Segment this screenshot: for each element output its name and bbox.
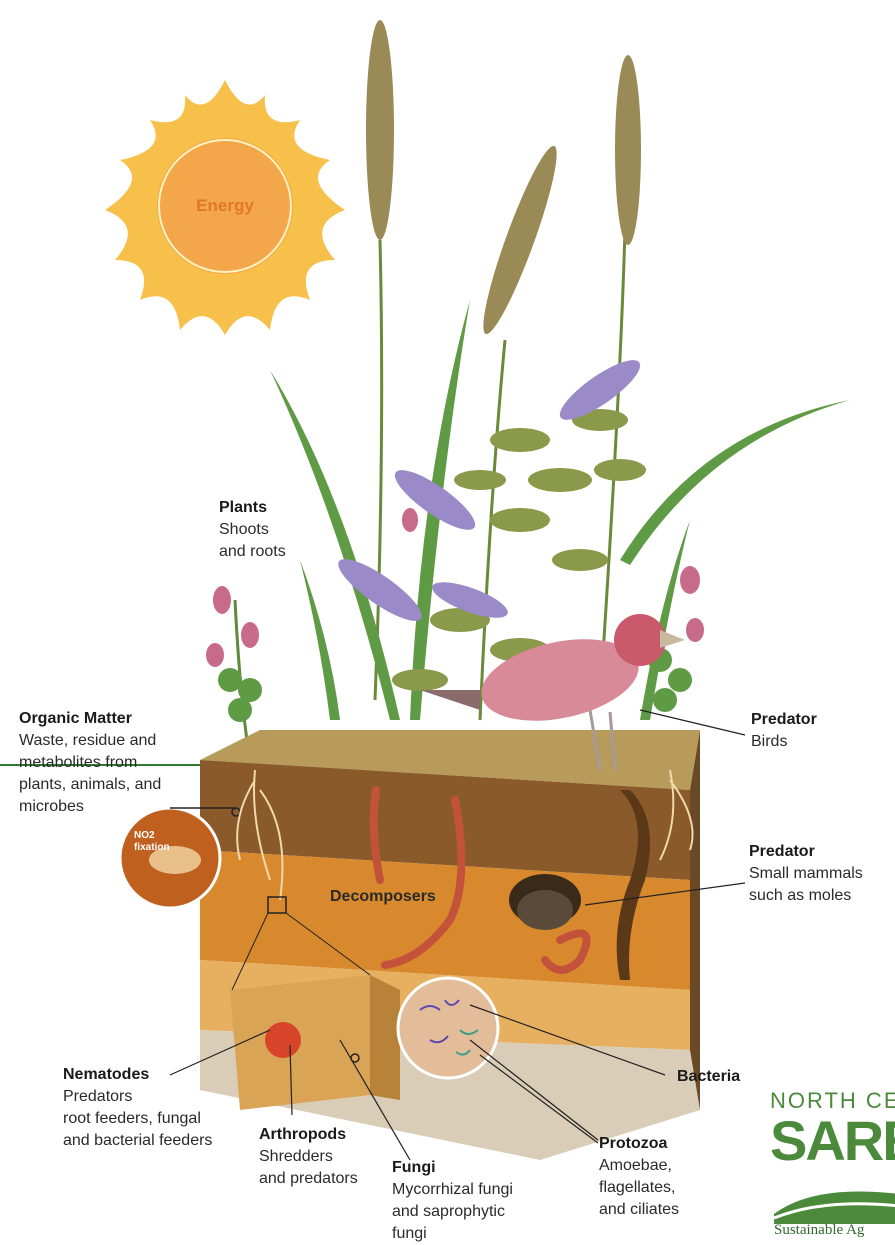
nematodes-title: Nematodes [63, 1064, 212, 1086]
organic-matter-title: Organic Matter [19, 708, 161, 730]
plants-label: Plants Shoots and roots [219, 497, 286, 563]
fungi-line: fungi [392, 1223, 513, 1245]
organic-line: microbes [19, 796, 161, 818]
no2-label-line: NO2 [134, 830, 170, 842]
protozoa-line: Amoebae, [599, 1155, 679, 1177]
logo-field-graphic [774, 1184, 895, 1224]
arthropods-line: and predators [259, 1168, 358, 1190]
sare-logo: NORTH CEN SARE Sustainable Ag [770, 1088, 895, 1245]
no2-fixation-label: NO2 fixation [134, 830, 170, 854]
arthropods-title: Arthropods [259, 1124, 358, 1146]
nematodes-line: root feeders, fungal [63, 1108, 212, 1130]
organic-line: Waste, residue and [19, 730, 161, 752]
bacteria-label: Bacteria [677, 1066, 740, 1088]
nematodes-line: and bacterial feeders [63, 1130, 212, 1152]
fixation-label-line: fixation [134, 842, 170, 854]
fungi-title: Fungi [392, 1157, 513, 1179]
mammals-line: Small mammals [749, 863, 863, 885]
plants-line: Shoots [219, 519, 286, 541]
decomposers-label: Decomposers [330, 888, 436, 906]
fungi-line: Mycorrhizal fungi [392, 1179, 513, 1201]
nematodes-line: Predators [63, 1086, 212, 1108]
organic-line: metabolites from [19, 752, 161, 774]
organic-line: plants, animals, and [19, 774, 161, 796]
sun-energy-label: Energy [160, 196, 290, 216]
protozoa-line: and ciliates [599, 1199, 679, 1221]
vetch-flowers [331, 351, 647, 630]
arthropods-line: Shredders [259, 1146, 358, 1168]
nematodes-label: Nematodes Predators root feeders, fungal… [63, 1064, 212, 1152]
logo-wordmark: SARE [770, 1114, 895, 1168]
predator-mammals-label: Predator Small mammals such as moles [749, 841, 863, 907]
protozoa-label: Protozoa Amoebae, flagellates, and cilia… [599, 1133, 679, 1221]
mammals-line: such as moles [749, 885, 863, 907]
logo-tagline: Sustainable Ag [774, 1222, 864, 1239]
organic-matter-label: Organic Matter Waste, residue and metabo… [19, 708, 161, 818]
birds-line: Birds [751, 731, 817, 753]
protozoa-line: flagellates, [599, 1177, 679, 1199]
protozoa-title: Protozoa [599, 1133, 679, 1155]
predator-birds-label: Predator Birds [751, 709, 817, 753]
plants-title: Plants [219, 497, 286, 519]
predator-title: Predator [751, 709, 817, 731]
wheat-heads [366, 20, 641, 339]
bacteria-title: Bacteria [677, 1066, 740, 1088]
fungi-line: and saprophytic [392, 1201, 513, 1223]
fungi-label: Fungi Mycorrhizal fungi and saprophytic … [392, 1157, 513, 1245]
predator-title: Predator [749, 841, 863, 863]
plants-line: and roots [219, 541, 286, 563]
arthropods-label: Arthropods Shredders and predators [259, 1124, 358, 1190]
